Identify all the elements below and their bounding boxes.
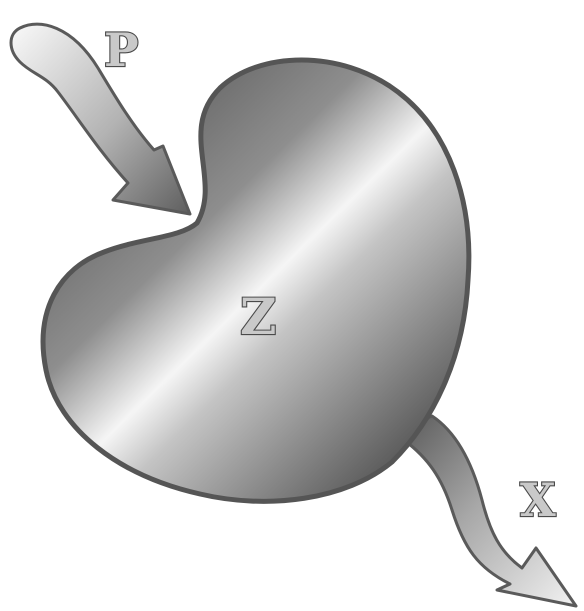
label-z: Z [240, 287, 277, 346]
label-p: P [104, 23, 139, 77]
input-arrow [9, 22, 192, 216]
body-shape [40, 57, 472, 504]
label-x: X [520, 473, 556, 527]
output-arrow [402, 414, 578, 608]
